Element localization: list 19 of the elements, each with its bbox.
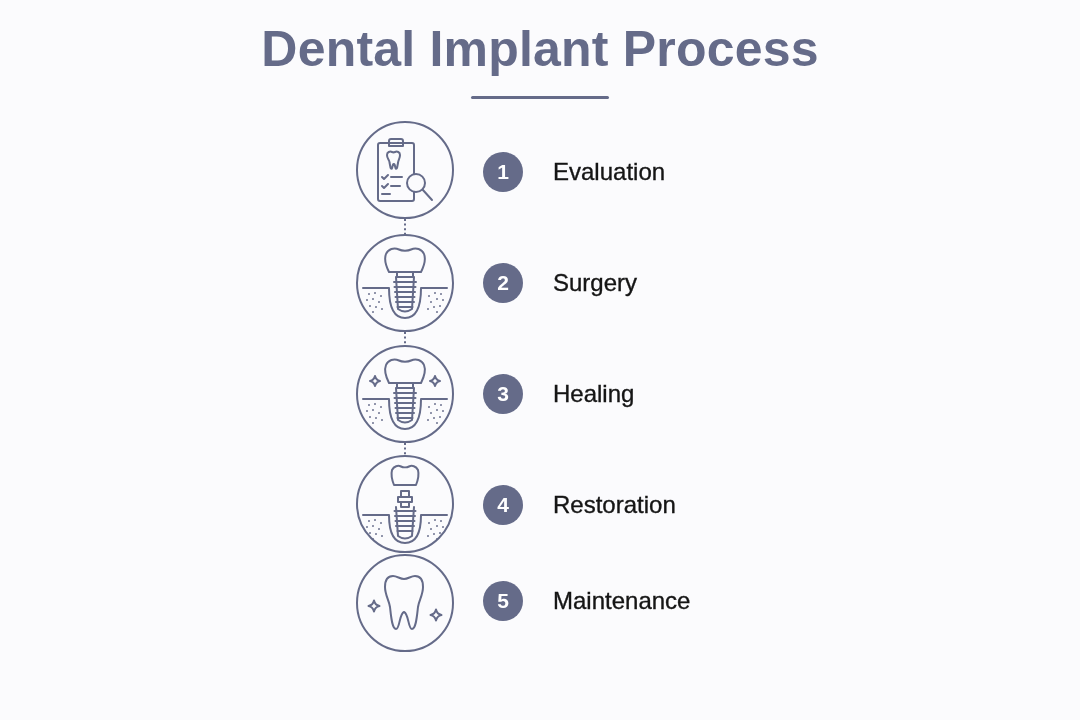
- step-circle: [356, 234, 454, 332]
- step-number-badge: 2: [483, 263, 523, 303]
- dotted-connector: [404, 442, 406, 456]
- step-circle: [356, 121, 454, 219]
- step-number-badge: 4: [483, 485, 523, 525]
- step-label: Evaluation: [553, 157, 666, 187]
- step-label: Maintenance: [553, 586, 691, 616]
- step-number-badge: 3: [483, 374, 523, 414]
- dotted-connector: [404, 331, 406, 346]
- dotted-connector: [404, 218, 406, 235]
- step-number-badge: 1: [483, 152, 523, 192]
- step-label: Restoration: [553, 490, 676, 520]
- title: Dental Implant Process: [261, 24, 819, 74]
- step-label: Healing: [553, 379, 635, 409]
- step-circle: [356, 554, 454, 652]
- step-number-badge: 5: [483, 581, 523, 621]
- step-label: Surgery: [553, 268, 638, 298]
- step-circle: [356, 345, 454, 443]
- step-circle: [356, 455, 454, 553]
